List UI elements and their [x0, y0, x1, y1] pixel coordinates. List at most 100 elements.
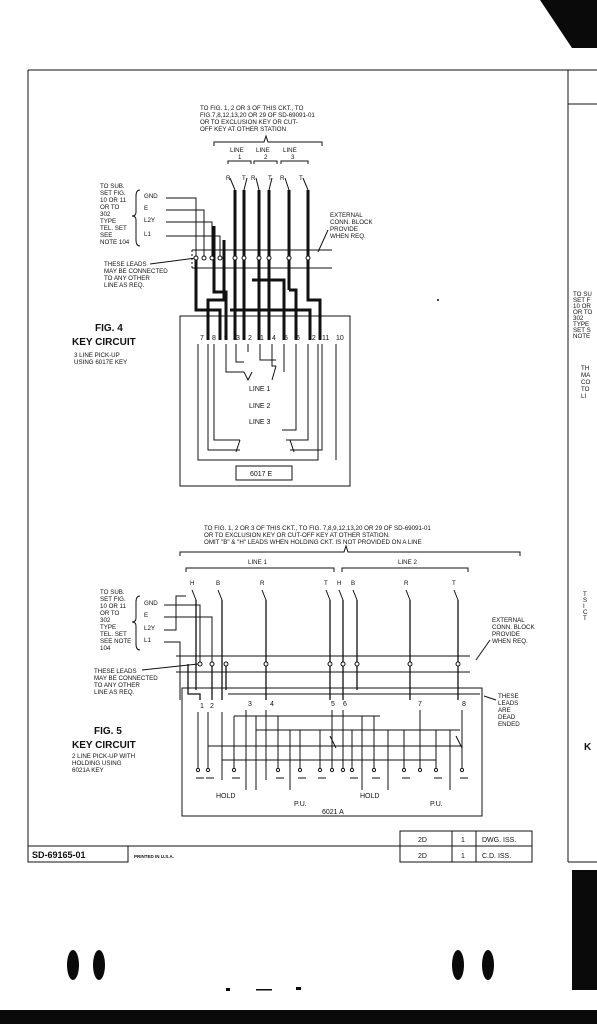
fig4-top-note-4: OFF KEY AT OTHER STATION [200, 126, 286, 133]
fig5-lead-gnd: GND [144, 600, 158, 607]
fig4-block-terminals [193, 255, 311, 261]
fig5-to-sub-9: 104 [100, 645, 111, 652]
fig5-mark-r1: R [260, 580, 265, 587]
fig5-key-terminals: 1 2 3 4 5 6 7 8 [200, 701, 466, 710]
fig4-ext-block-3: PROVIDE [330, 226, 358, 233]
fig5-to-sub-5: 302 [100, 617, 111, 624]
fig5-line-label-1: LINE 1 [248, 559, 267, 566]
fig4-to-sub-6: TYPE [100, 218, 116, 225]
edge-top-7: SET S [573, 327, 591, 334]
fig5-line-label-2: LINE 2 [398, 559, 417, 566]
edge-top-1: TO SU [573, 291, 592, 298]
fig5-mark-h1: H [190, 580, 194, 587]
fig5-ext-block-1: EXTERNAL [492, 617, 525, 624]
fig4-lead-gnd: GND [144, 193, 158, 200]
fig5-title: FIG. 5 [94, 726, 122, 737]
fig4-term-6: 6 [296, 335, 300, 342]
fig4-ext-block-2: CONN. BLOCK [330, 219, 374, 226]
fig4-these-leads-4: LINE AS REQ. [104, 282, 145, 289]
fig5-term-6: 6 [343, 701, 347, 708]
fig5-block-terminals [197, 661, 461, 667]
fig4-term-4: 4 [272, 335, 276, 342]
fig5-desc-3: 6021A KEY [72, 767, 104, 774]
edge-top-8: NOTE [573, 333, 590, 340]
fig4-desc-2: USING 6017E KEY [74, 359, 127, 366]
edge-top-3: 10 OR [573, 303, 591, 310]
fig5-to-sub-8: SEE NOTE [100, 638, 131, 645]
fig4-diagram: TO FIG. 1, 2 OR 3 OF THIS CKT., TO FIG.7… [72, 105, 374, 487]
fig4-to-sub-5: 302 [100, 211, 111, 218]
fig5-ext-block-4: WHEN REQ. [492, 638, 528, 645]
fig4-these-leads-2: MAY BE CONNECTED [104, 268, 168, 275]
fig5-key-label-hold2: HOLD [360, 793, 379, 800]
fig5-lead-l1: L1 [144, 637, 151, 644]
fig4-lead-l2y: L2Y [144, 217, 155, 224]
fig4-subtitle: KEY CIRCUIT [72, 337, 136, 348]
fig4-term-9: 9 [224, 335, 228, 342]
fig5-term-3: 3 [248, 701, 252, 708]
fig4-line-label-3: LINE [283, 147, 297, 154]
fig5-top-note-2: OR TO EXCLUSION KEY OR CUT-OFF KEY AT OT… [204, 532, 390, 539]
fig5-key-name: 6021 A [322, 809, 344, 816]
fig4-line-number-3: 3 [291, 154, 295, 161]
edge-low-2: S [583, 597, 587, 604]
fig4-key-line-1: LINE 1 [249, 386, 271, 393]
fig4-title: FIG. 4 [95, 323, 123, 334]
edge-low-3: I [583, 603, 585, 610]
edge-mid-4: TO [581, 386, 590, 393]
fig5-these-leads-1: THESE LEADS [94, 668, 137, 675]
fig5-key-box [181, 687, 483, 817]
fig4-top-note-2: FIG.7,8,12,13,20 OR 29 OF SD-69091-01 [200, 112, 315, 119]
fig4-term-2: 2 [248, 335, 252, 342]
fig4-mark-6: T [299, 175, 303, 182]
fig4-key-box [179, 315, 351, 487]
edge-mid-3: CO [581, 379, 590, 386]
fig5-these-leads-3: TO ANY OTHER [94, 682, 140, 689]
fig4-line-number-1: 1 [238, 154, 242, 161]
fig4-term-5: 5 [284, 335, 288, 342]
fig5-top-note-3: OMIT "B" & "H" LEADS WHEN HOLDING CKT. I… [204, 539, 422, 546]
fig4-key-line-3: LINE 3 [249, 419, 271, 426]
fig4-top-note-1: TO FIG. 1, 2 OR 3 OF THIS CKT., TO [200, 105, 304, 112]
edge-top-5: 302 [573, 315, 584, 322]
fig4-to-sub-3: 10 OR 11 [100, 197, 127, 204]
fig5-mark-b1: B [216, 580, 220, 587]
drawing-number: SD-69165-01 [32, 850, 86, 860]
fig5-desc-2: HOLDING USING [72, 760, 122, 767]
fig5-to-sub-7: TEL. SET [100, 631, 127, 638]
fig5-term-7: 7 [418, 701, 422, 708]
printed-in: PRINTED IN U.S.A. [134, 854, 174, 859]
fig5-to-sub-4: OR TO [100, 610, 120, 617]
fig4-mark-3: R [251, 175, 256, 182]
fig5-mark-h2: H [337, 580, 341, 587]
fig5-to-sub-6: TYPE [100, 624, 116, 631]
fig4-to-sub-1: TO SUB. [100, 183, 125, 190]
fig4-term-11: 11 [322, 335, 329, 342]
fig4-line-label-1: LINE [230, 147, 244, 154]
edge-top-4: OR TO [573, 309, 593, 316]
edge-k: K [584, 742, 592, 753]
fig4-to-sub-2: SET FIG. [100, 190, 126, 197]
fig5-dead-ended-2: LEADS [498, 700, 518, 707]
fig5-ext-block-2: CONN. BLOCK [492, 624, 536, 631]
fig4-line-number-2: 2 [264, 154, 268, 161]
fig5-dead-ended-1: THESE [498, 693, 519, 700]
fig5-term-4: 4 [270, 701, 274, 708]
edge-mid-2: MA [581, 372, 591, 379]
title-block-num-2: 1 [461, 853, 465, 860]
fig5-dead-ended-5: ENDED [498, 721, 520, 728]
fig4-to-sub-8: SEE [100, 232, 112, 239]
fig4-mark-1: R [226, 175, 231, 182]
fig4-key-name: 6017 E [250, 471, 273, 478]
edge-top-2: SET F [573, 297, 591, 304]
edge-low-1: T [583, 591, 587, 598]
fig5-dead-ended-4: DEAD [498, 714, 516, 721]
fig5-to-sub-2: SET FIG. [100, 596, 126, 603]
fig4-these-leads-1: THESE LEADS [104, 261, 147, 268]
fig5-key-label-pu1: P.U. [294, 801, 307, 808]
fig5-key-label-pu2: P.U. [430, 801, 443, 808]
fig4-ext-block-4: WHEN REQ. [330, 233, 366, 240]
fig4-term-3: 3 [236, 335, 240, 342]
title-block-num-1: 1 [461, 837, 465, 844]
